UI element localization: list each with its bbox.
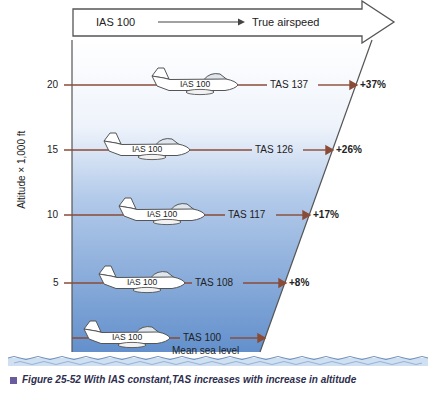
aircraft: IAS 100	[100, 131, 190, 161]
aircraft: IAS 100	[148, 66, 238, 96]
percent-increase: +37%	[360, 79, 386, 91]
value-label: TAS 117	[228, 209, 265, 221]
figure-caption: Figure 25-52 With IAS constant,TAS incre…	[22, 374, 442, 386]
caption-bullet	[10, 377, 17, 384]
value-label: TAS 137	[270, 79, 308, 91]
region-edge	[71, 40, 72, 352]
aircraft-ias: IAS 100	[127, 278, 157, 288]
aircraft: IAS 100	[95, 264, 185, 294]
aircraft-ias: IAS 100	[180, 80, 210, 90]
value-label: TAS 108	[195, 277, 233, 289]
airspeed-arrow: IAS 100 True airspeed	[72, 0, 396, 44]
arrow-text: True airspeed	[252, 16, 319, 29]
aircraft-ias: IAS 100	[147, 210, 177, 220]
value-label: 20	[47, 79, 58, 91]
value-label: Mean sea level	[172, 345, 239, 357]
arrow-text: IAS 100	[96, 16, 135, 29]
value-label: TAS 126	[255, 144, 293, 156]
aircraft: IAS 100	[80, 319, 170, 349]
aircraft: IAS 100	[115, 196, 205, 226]
tas-arrows	[64, 81, 357, 342]
value-label: 10	[47, 209, 58, 221]
value-label: TAS 100	[183, 332, 221, 344]
percent-increase: +17%	[313, 209, 339, 221]
percent-increase: +8%	[289, 277, 309, 289]
value-label: 5	[53, 277, 59, 289]
region-edge	[260, 40, 372, 352]
value-label: 15	[47, 144, 58, 156]
airspace-region	[72, 40, 372, 352]
axis-title: Altitude × 1,000 ft	[16, 131, 28, 209]
aircraft-ias: IAS 100	[132, 145, 162, 155]
sea-water	[8, 357, 428, 367]
percent-increase: +26%	[336, 144, 362, 156]
aircraft-ias: IAS 100	[112, 333, 142, 343]
